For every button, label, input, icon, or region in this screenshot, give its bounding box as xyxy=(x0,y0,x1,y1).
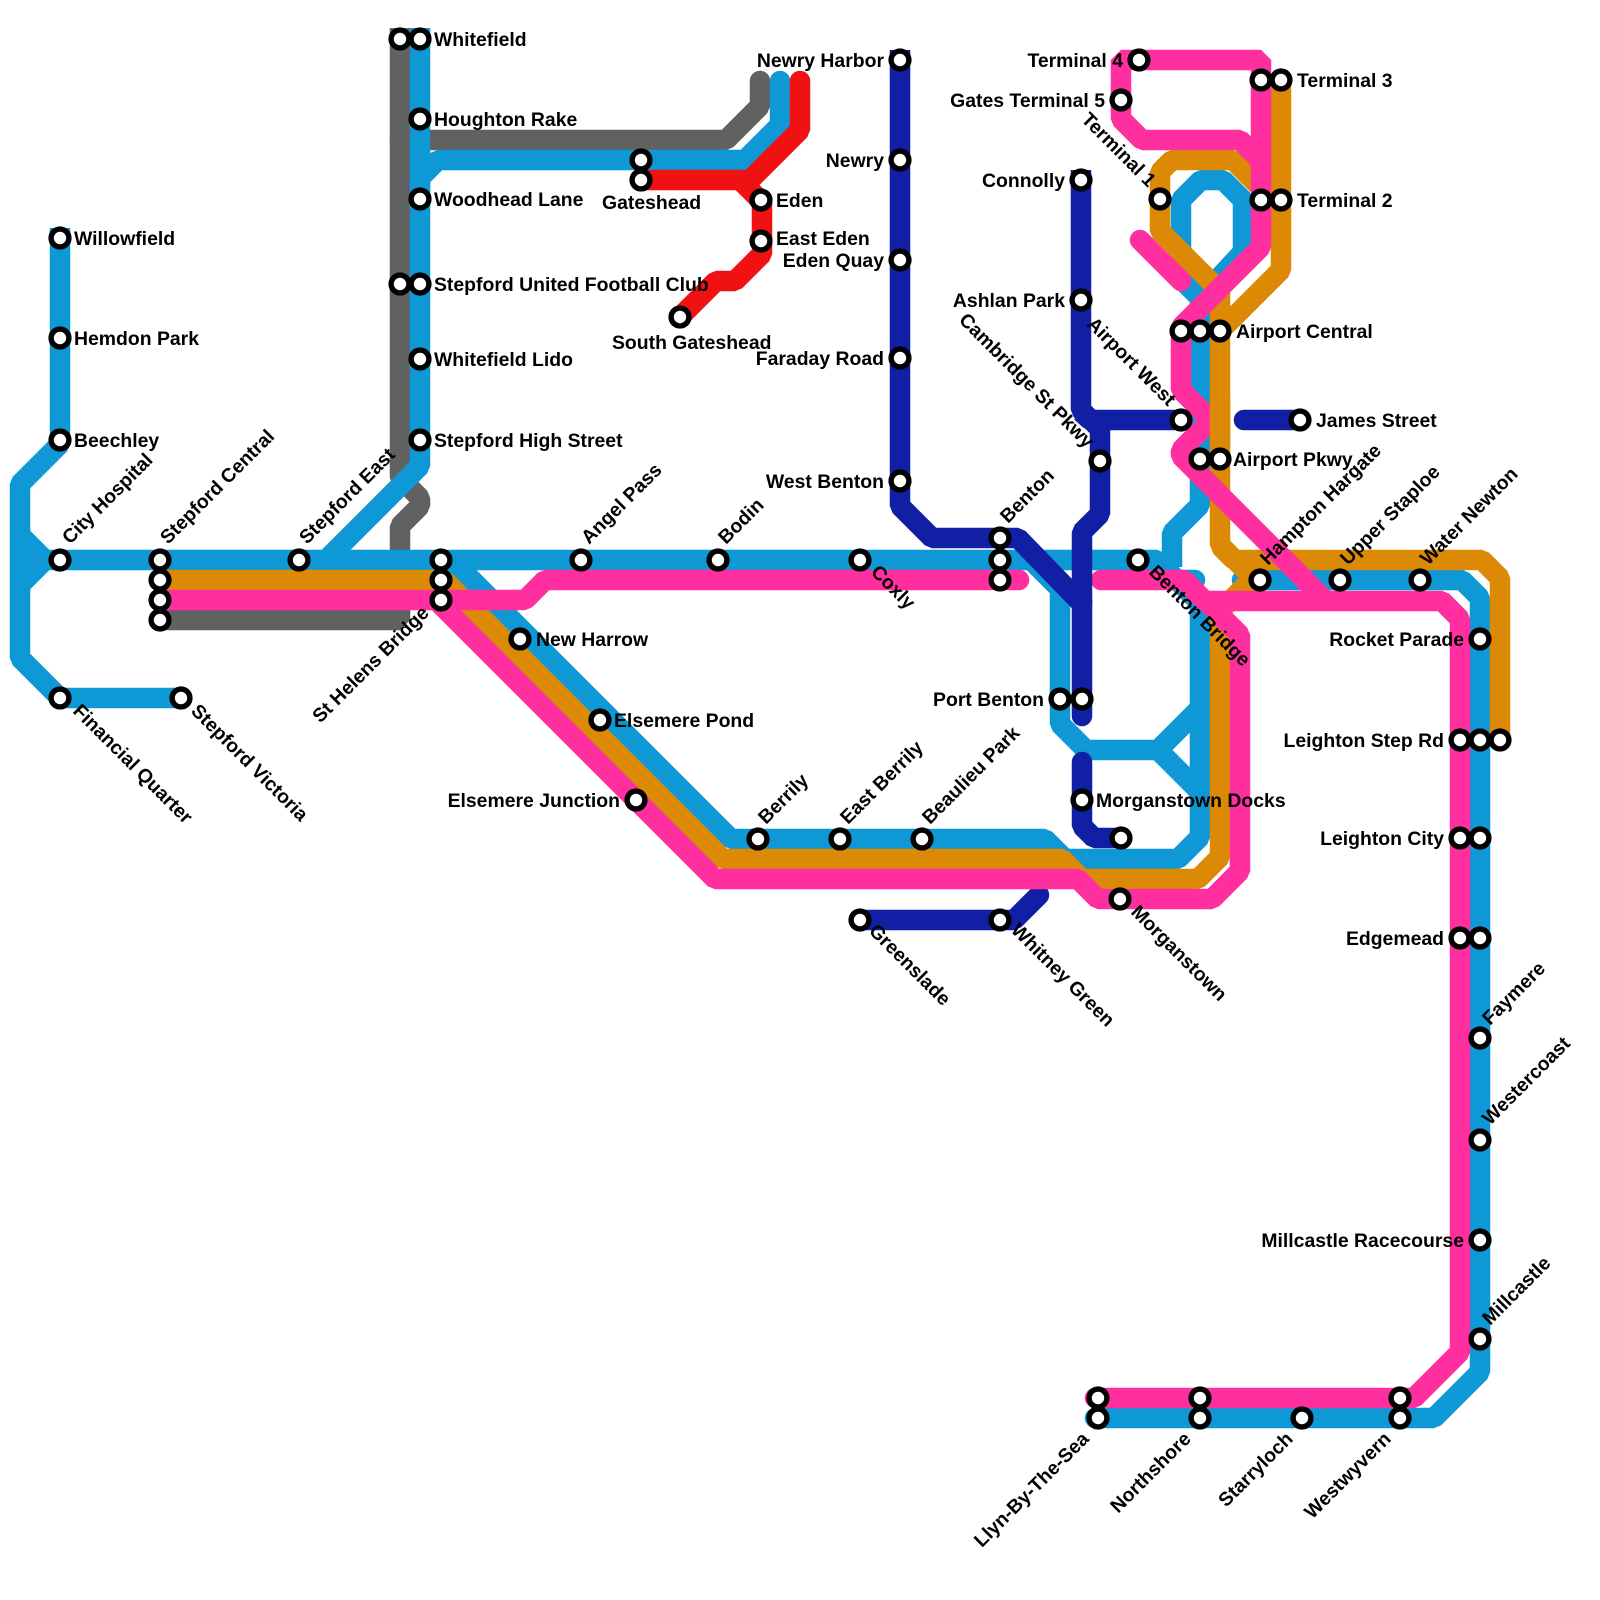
svg-text:James Street: James Street xyxy=(1316,410,1437,432)
svg-text:New Harrow: New Harrow xyxy=(536,629,649,651)
svg-text:Gates Terminal 5: Gates Terminal 5 xyxy=(950,90,1105,112)
svg-text:Faraday Road: Faraday Road xyxy=(756,348,884,370)
svg-text:Gateshead: Gateshead xyxy=(602,192,701,214)
svg-text:Beechley: Beechley xyxy=(74,430,159,452)
svg-text:East Eden: East Eden xyxy=(776,228,870,250)
svg-text:Newry Harbor: Newry Harbor xyxy=(757,50,885,72)
svg-text:Woodhead Lane: Woodhead Lane xyxy=(434,189,584,211)
svg-text:Stepford High Street: Stepford High Street xyxy=(434,430,623,452)
svg-text:Port Benton: Port Benton xyxy=(933,689,1044,711)
svg-text:Elsemere Junction: Elsemere Junction xyxy=(448,790,620,812)
svg-text:Airport Central: Airport Central xyxy=(1236,321,1373,343)
svg-text:Terminal 2: Terminal 2 xyxy=(1297,190,1393,212)
svg-text:Leighton Step Rd: Leighton Step Rd xyxy=(1284,730,1445,752)
svg-text:Stepford United Football Club: Stepford United Football Club xyxy=(434,274,709,296)
svg-text:Millcastle Racecourse: Millcastle Racecourse xyxy=(1261,1230,1464,1252)
svg-text:Hemdon Park: Hemdon Park xyxy=(74,328,199,350)
svg-text:Houghton Rake: Houghton Rake xyxy=(434,109,577,131)
svg-text:Terminal 4: Terminal 4 xyxy=(1027,50,1123,72)
svg-text:Rocket Parade: Rocket Parade xyxy=(1329,629,1464,651)
svg-text:Eden: Eden xyxy=(776,190,823,212)
svg-text:Whitefield Lido: Whitefield Lido xyxy=(434,349,573,371)
svg-text:Edgemead: Edgemead xyxy=(1346,928,1444,950)
svg-text:Newry: Newry xyxy=(826,150,884,172)
svg-text:Terminal 3: Terminal 3 xyxy=(1297,70,1393,92)
svg-text:Ashlan Park: Ashlan Park xyxy=(953,290,1065,312)
svg-text:West Benton: West Benton xyxy=(766,471,884,493)
svg-text:Leighton City: Leighton City xyxy=(1320,828,1444,850)
svg-text:South Gateshead: South Gateshead xyxy=(612,332,771,354)
svg-text:Elsemere Pond: Elsemere Pond xyxy=(614,710,754,732)
svg-text:Whitefield: Whitefield xyxy=(434,29,527,51)
svg-text:Airport Pkwy: Airport Pkwy xyxy=(1233,449,1353,471)
svg-text:Eden Quay: Eden Quay xyxy=(783,250,885,272)
svg-text:Morganstown Docks: Morganstown Docks xyxy=(1096,790,1286,812)
svg-text:Willowfield: Willowfield xyxy=(74,228,175,250)
svg-text:Connolly: Connolly xyxy=(982,170,1065,192)
